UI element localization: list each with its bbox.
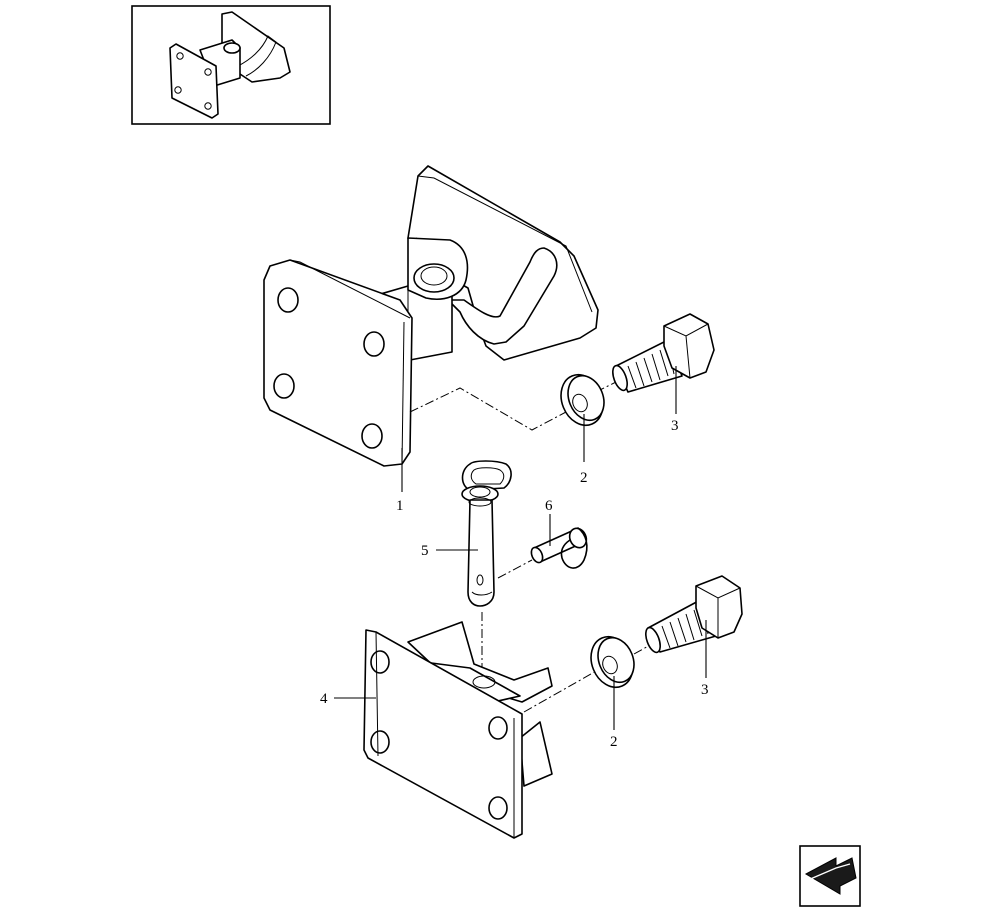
callout-part-2-lower: 2 (610, 734, 618, 750)
washer-upper (560, 373, 605, 427)
leader-lines (334, 366, 707, 730)
callout-part-3-lower: 3 (701, 682, 709, 698)
washer-lower (590, 635, 635, 689)
callout-part-5: 5 (421, 543, 429, 559)
callout-labels: 1 2 3 6 5 4 2 3 (320, 418, 709, 750)
arrow-left-down-icon[interactable] (799, 845, 861, 907)
hitch-hook-assembly (263, 165, 599, 467)
callout-part-1: 1 (396, 498, 404, 514)
bolt-lower (645, 575, 743, 654)
callout-part-6: 6 (545, 498, 553, 514)
callout-part-2-upper: 2 (580, 470, 588, 486)
bolt-upper (612, 313, 715, 393)
pin-centerline (497, 559, 533, 579)
lynch-pin (530, 527, 588, 569)
hitch-pin (461, 460, 512, 607)
locator-thumbnail[interactable] (131, 5, 331, 125)
callout-part-4: 4 (320, 691, 328, 707)
mounting-bracket (363, 621, 553, 839)
assembly-centerline-upper (409, 387, 567, 431)
callout-part-3-upper: 3 (671, 418, 679, 434)
